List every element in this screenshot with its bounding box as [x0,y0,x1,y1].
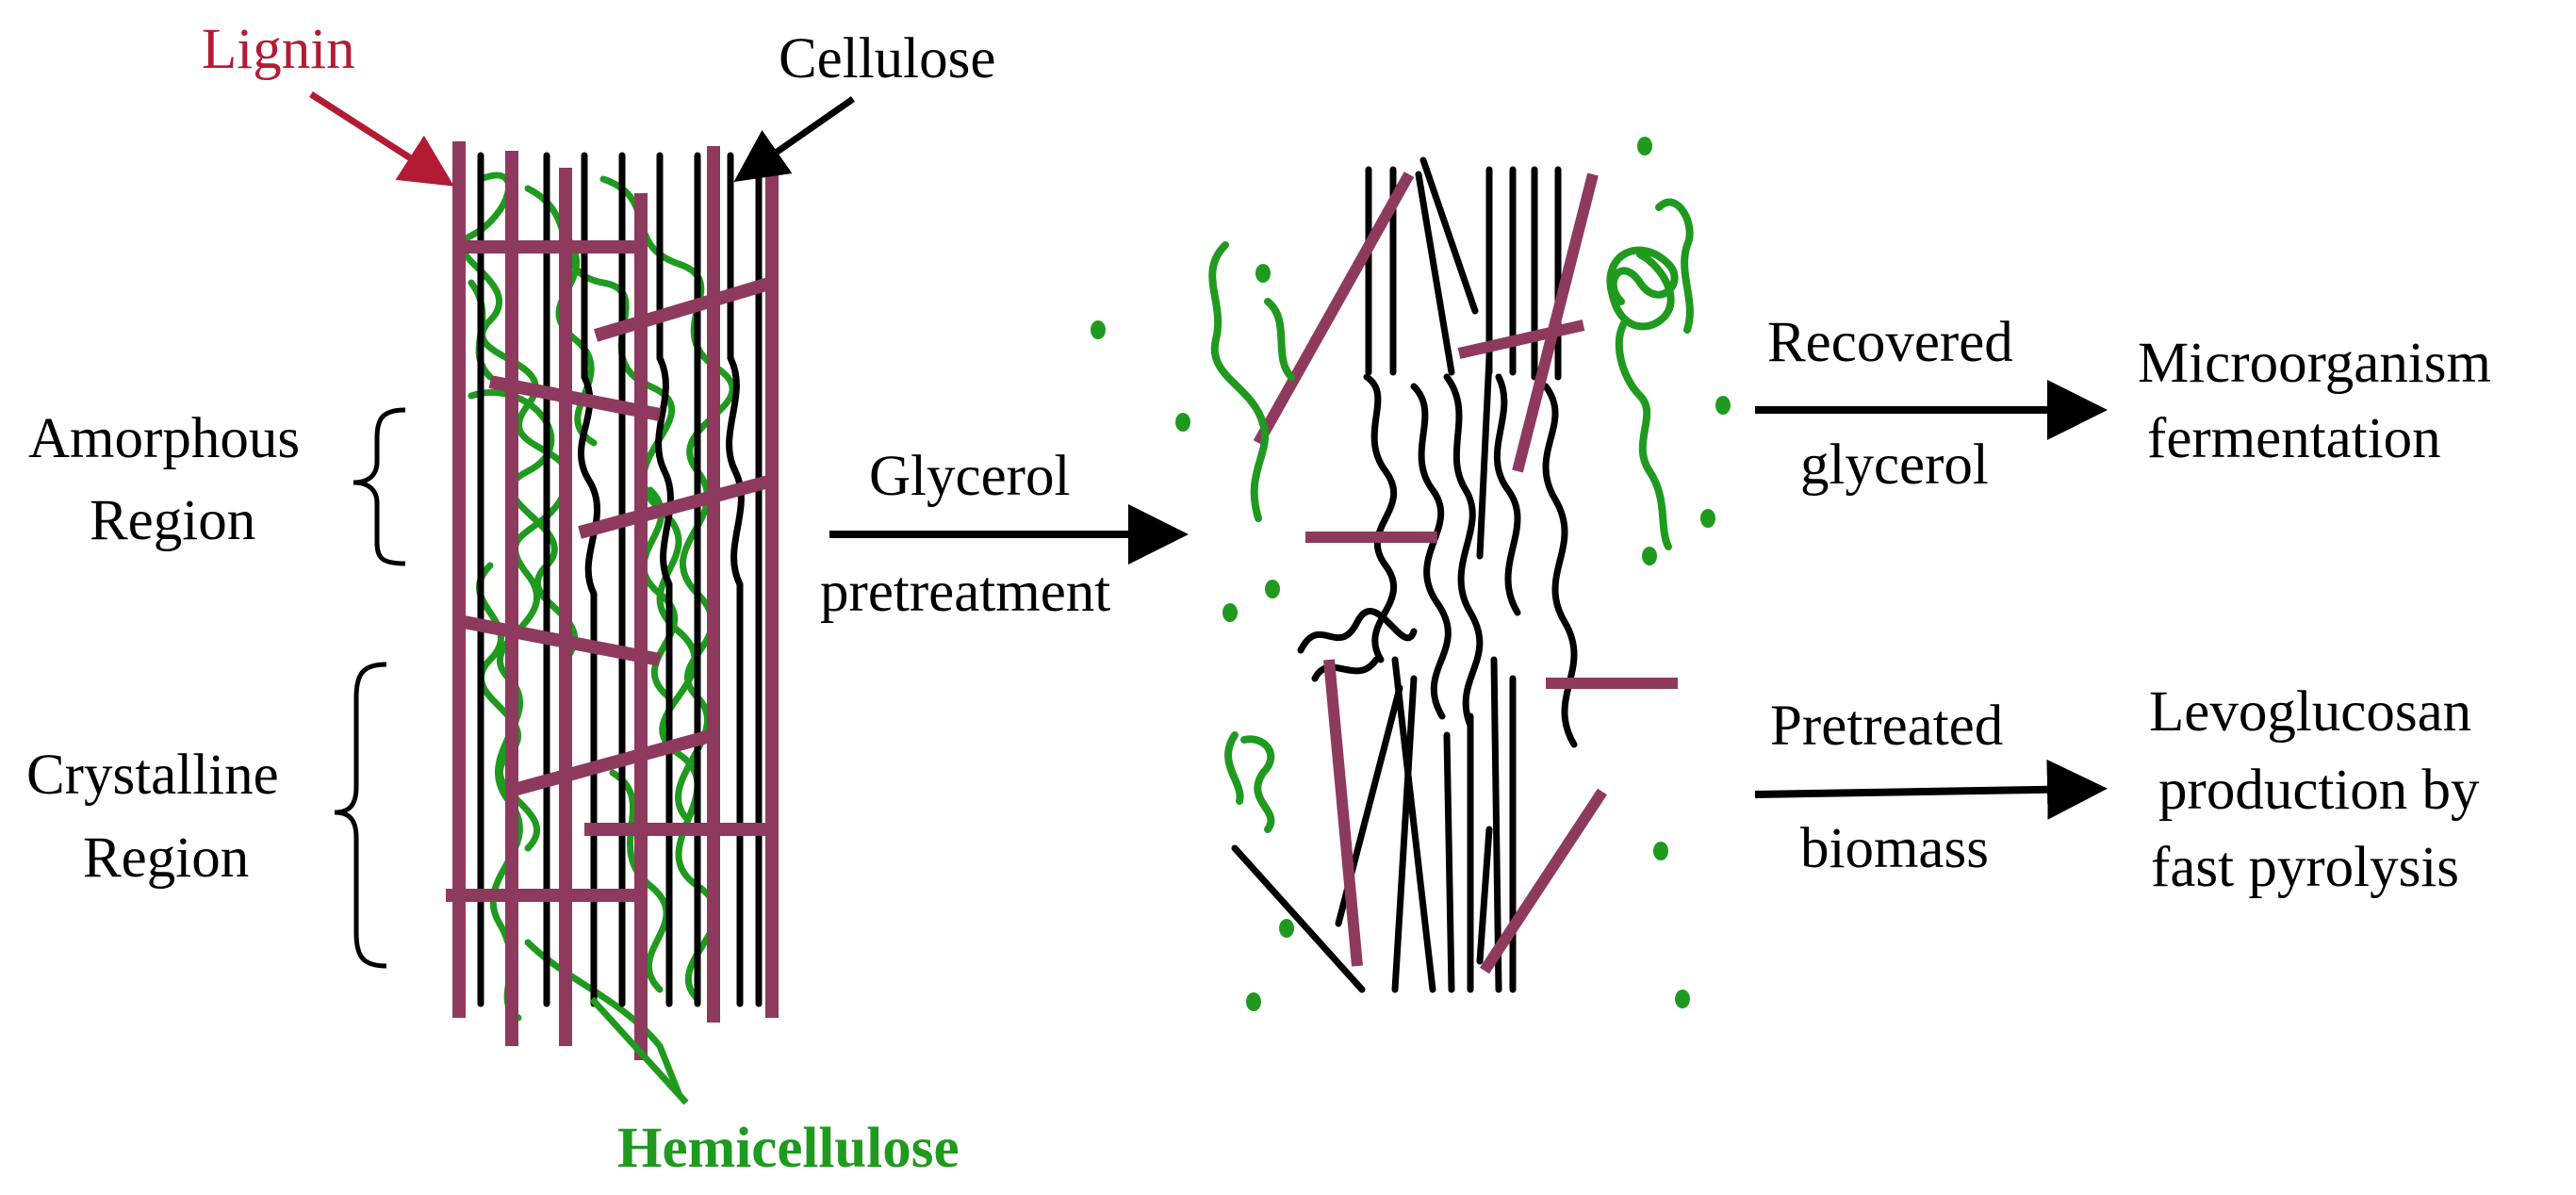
cellulose-label-group: Cellulose [733,27,995,182]
glycerol-droplet [1222,603,1238,622]
glycerol-droplet [1265,580,1280,598]
crystalline-label-line1: Crystalline [26,744,279,807]
pretreated-biomass-step: Pretreated biomass Levoglucosan producti… [1754,680,2480,899]
native-biomass-structure [446,141,779,1097]
microorganism-label-line1: Microorganism [2138,332,2491,395]
glycerol-droplet [1246,992,1261,1011]
crystalline-brace [334,662,387,969]
lignin-network [446,141,779,1060]
glycerol-droplet [1255,264,1271,283]
amorphous-label-line2: Region [90,489,255,552]
lignin-label: Lignin [202,18,355,81]
amorphous-region-label: Amorphous Region [28,407,406,566]
glycerol-label-line1: Glycerol [869,445,1070,508]
glycerol-droplet [1653,842,1668,860]
hemicellulose-fragments [1208,198,1694,833]
microorganism-label-line2: fermentation [2147,407,2441,470]
pretreated-label-line2: biomass [1800,817,1989,880]
levoglucosan-label-line3: fast pyrolysis [2151,836,2459,899]
pretreated-label-line1: Pretreated [1770,695,2003,758]
loosened-cellulose-strands [1231,156,1578,993]
glycerol-droplet [1715,396,1731,415]
glycerol-droplets [1091,137,1731,1011]
amorphous-brace [353,407,406,566]
glycerol-droplet [1175,413,1190,432]
glycerol-droplet [1091,320,1106,339]
amorphous-label-line1: Amorphous [28,407,300,470]
cellulose-pointer-arrow [733,96,855,182]
pretreated-biomass-structure [1091,137,1731,1011]
glycerol-droplet [1675,990,1690,1008]
levoglucosan-label-line1: Levoglucosan [2149,680,2471,744]
pretreated-biomass-arrow [1754,759,2108,820]
glycerol-pretreatment-step: Glycerol pretreatment [820,445,1189,624]
recovered-glycerol-step: Recovered glycerol Microorganism ferment… [1755,311,2491,497]
lignin-fragments [1253,172,1678,974]
lignin-label-group: Lignin [202,18,454,187]
crystalline-region-label: Crystalline Region [26,662,387,969]
glycerol-droplet [1642,547,1657,565]
cellulose-label: Cellulose [779,27,995,90]
crystalline-label-line2: Region [83,827,249,890]
glycerol-droplet [1637,137,1652,156]
recovered-label-line2: glycerol [1800,434,1989,497]
glycerol-droplet [1279,919,1294,938]
glycerol-label-line2: pretreatment [820,561,1110,624]
hemicellulose-pointer-line [589,996,689,1105]
hemicellulose-label-group: Hemicellulose [589,996,960,1180]
levoglucosan-label-line2: production by [2158,759,2480,822]
glycerol-droplet [1700,509,1715,528]
lignin-pointer-arrow [309,91,454,187]
hemicellulose-label: Hemicellulose [617,1117,960,1180]
recovered-label-line1: Recovered [1767,311,2013,374]
